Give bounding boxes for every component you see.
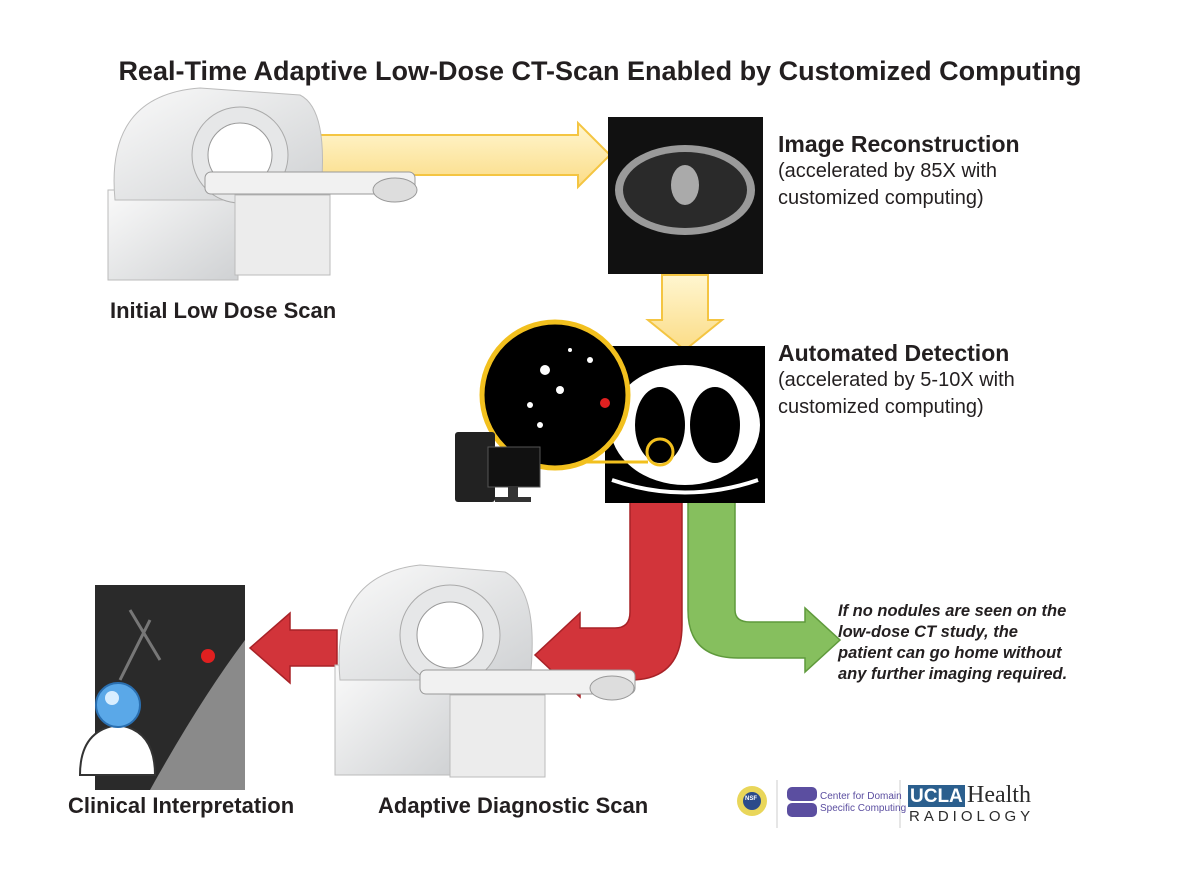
detection-ct-image xyxy=(605,346,765,503)
reconstruction-text: Image Reconstruction (accelerated by 85X… xyxy=(778,131,1020,212)
detection-text: Automated Detection (accelerated by 5-10… xyxy=(778,340,1015,421)
reconstructed-ct-image xyxy=(608,117,763,274)
arrow-negative-green xyxy=(687,501,842,674)
ct-scanner-initial xyxy=(107,87,418,281)
detection-line2: customized computing) xyxy=(778,396,984,418)
ucla-logo-box-text: UCLA xyxy=(910,786,963,807)
nsf-logo xyxy=(737,786,767,816)
nodule-marker xyxy=(600,398,610,408)
detection-heading: Automated Detection xyxy=(778,340,1010,366)
ucla-radiology-text: RADIOLOGY xyxy=(909,808,1035,825)
nodule-marker-clinical xyxy=(201,649,215,663)
no-nodules-note: If no nodules are seen on the low-dose C… xyxy=(838,601,1067,685)
ucla-health-text: Health xyxy=(967,782,1031,808)
nodule-zoom-circle xyxy=(479,319,631,471)
computer-icon xyxy=(455,432,541,502)
cdsc-line: Center for Domain xyxy=(820,791,902,802)
cdsc-logo-mark xyxy=(787,787,817,817)
arrow-to-detection xyxy=(645,274,725,352)
nsf-logo-text: NSF xyxy=(745,796,757,802)
arrow-to-clinical xyxy=(248,611,338,685)
cdsc-logo-text: Center for Domain Specific Computing xyxy=(820,791,906,815)
ucla-box xyxy=(908,785,965,807)
label-clinical: Clinical Interpretation xyxy=(68,793,295,818)
label-initial-scan: Initial Low Dose Scan xyxy=(110,298,337,323)
label-adaptive-scan: Adaptive Diagnostic Scan xyxy=(378,793,649,818)
detection-line1: (accelerated by 5-10X with xyxy=(778,369,1015,391)
note-line: patient can go home without xyxy=(838,644,1062,662)
reconstruction-line2: customized computing) xyxy=(778,187,984,209)
note-line: low-dose CT study, the xyxy=(838,623,1018,641)
ct-scanner-adaptive xyxy=(334,564,636,778)
reconstruction-heading: Image Reconstruction xyxy=(778,131,1020,157)
note-line: If no nodules are seen on the xyxy=(838,602,1067,620)
cdsc-line: Specific Computing xyxy=(820,803,907,814)
arrow-positive-red xyxy=(533,501,683,699)
note-line: any further imaging required. xyxy=(838,665,1068,683)
doctor-icon xyxy=(78,682,157,776)
page-title: Real-Time Adaptive Low-Dose CT-Scan Enab… xyxy=(118,56,1082,86)
reconstruction-line1: (accelerated by 85X with xyxy=(778,160,998,182)
